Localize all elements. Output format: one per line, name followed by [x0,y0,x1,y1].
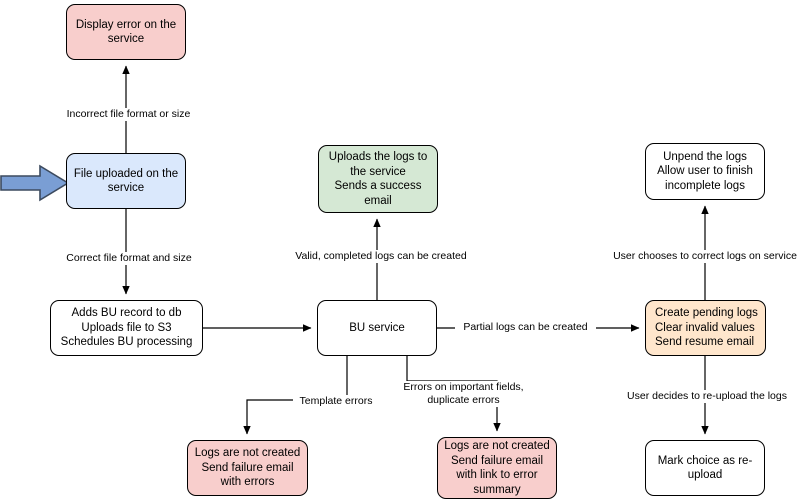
edge-label-errors-on-important-fields: Errors on important fields, duplicate er… [394,381,533,407]
node-unpend-the-logs[interactable]: Unpend the logs Allow user to finish inc… [645,143,765,200]
node-logs-not-created-template-errors[interactable]: Logs are not created Send failure email … [187,440,308,496]
node-display-error[interactable]: Display error on the service [66,4,186,60]
node-adds-bu-record-to-db[interactable]: Adds BU record to db Uploads file to S3 … [50,300,203,356]
node-adds-bu-record-label: Adds BU record to db Uploads file to S3 … [60,307,193,349]
node-file-uploaded-on-the-service[interactable]: File uploaded on the service [66,153,186,209]
edge-label-partial-logs-can-be-created: Partial logs can be created [455,321,596,334]
edge-label-valid-completed-logs: Valid, completed logs can be created [284,250,478,263]
node-logs-not-created-template-label: Logs are not created Send failure email … [194,447,301,489]
node-create-pending-logs-label: Create pending logs Clear invalid values… [655,307,758,349]
node-create-pending-logs[interactable]: Create pending logs Clear invalid values… [645,300,766,356]
edge-label-incorrect-file-format-or-size: Incorrect file format or size [54,108,203,121]
node-unpend-logs-label: Unpend the logs Allow user to finish inc… [657,150,753,192]
node-display-error-label: Display error on the service [75,18,177,46]
node-uploads-logs-label: Uploads the logs to the service Sends a … [328,151,428,207]
node-file-uploaded-label: File uploaded on the service [73,167,179,195]
incoming-flow-block-arrow [0,164,70,202]
node-uploads-the-logs-to-the-service[interactable]: Uploads the logs to the service Sends a … [318,145,438,213]
node-bu-service-label: BU service [349,321,405,334]
node-logs-not-created-errors-label: Logs are not created Send failure email … [444,440,550,496]
node-mark-choice-as-re-upload[interactable]: Mark choice as re- upload [645,440,765,496]
node-logs-not-created-error-summary[interactable]: Logs are not created Send failure email … [437,437,557,499]
edge-label-user-decides-to-re-upload: User decides to re-upload the logs [620,390,794,403]
node-mark-choice-label: Mark choice as re- upload [657,454,753,482]
edge-label-correct-file-format-and-size: Correct file format and size [56,252,202,265]
edge-label-user-chooses-to-correct-logs: User chooses to correct logs on service [605,250,801,263]
edge-label-template-errors: Template errors [293,395,379,408]
node-bu-service[interactable]: BU service [317,300,437,356]
